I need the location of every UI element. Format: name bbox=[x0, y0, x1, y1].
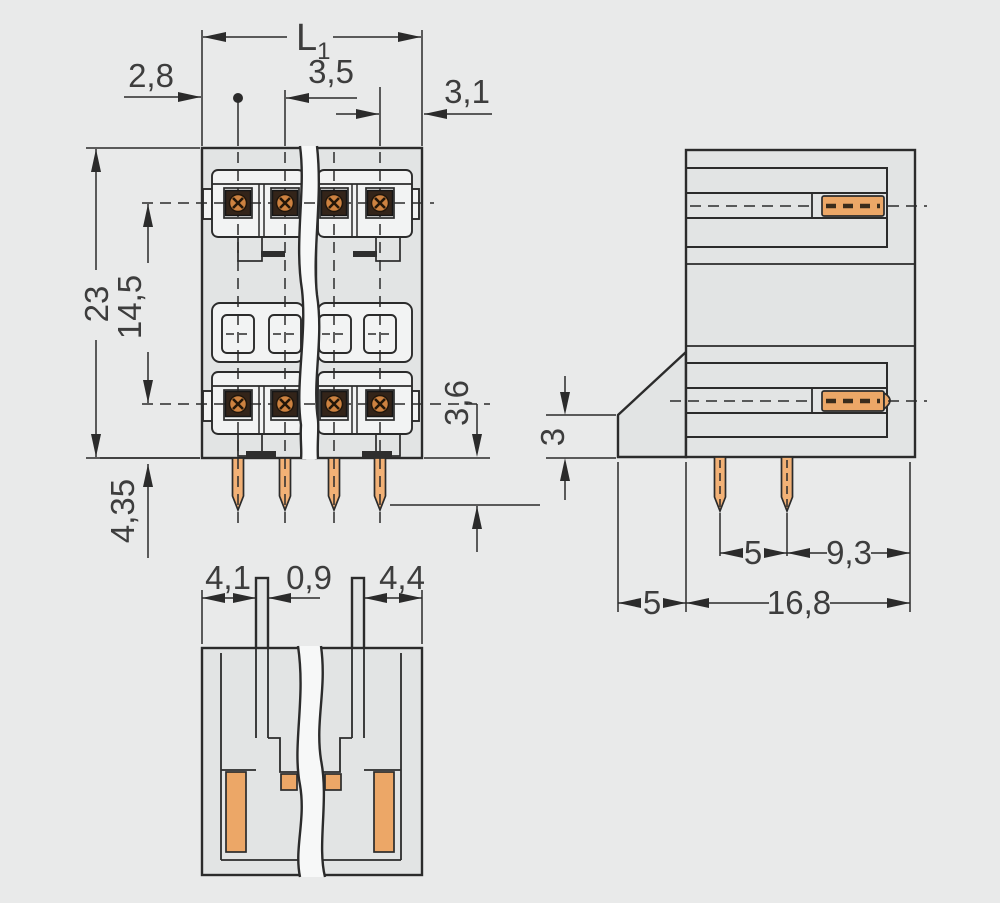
dim-label-4-1: 4,1 bbox=[205, 559, 251, 596]
dim-label-3-6: 3,6 bbox=[438, 380, 475, 426]
front-left-block-features bbox=[202, 169, 305, 458]
screw bbox=[320, 390, 348, 418]
dim-label-4-4: 4,4 bbox=[379, 559, 425, 596]
screw bbox=[271, 390, 299, 418]
dim-flange-width: 5 bbox=[617, 462, 687, 621]
screw bbox=[366, 189, 394, 217]
dim-label-16-8: 16,8 bbox=[767, 584, 831, 621]
dim-label-l1: L1 bbox=[296, 17, 331, 65]
dim-pin-to-right-edge: 9,3 bbox=[787, 462, 911, 612]
contact-strip bbox=[373, 771, 395, 853]
side-view: 3 5 9,3 5 16,8 bbox=[534, 148, 927, 621]
dim-label-9-3: 9,3 bbox=[826, 534, 872, 571]
screw bbox=[366, 390, 394, 418]
coding-blade bbox=[350, 576, 366, 652]
dim-label-5-pins: 5 bbox=[744, 534, 762, 571]
dim-pitch: 3,5 bbox=[284, 53, 381, 146]
solder-pins-front bbox=[231, 457, 387, 513]
front-body bbox=[142, 145, 490, 524]
dim-bottom-left-section: 4,1 bbox=[201, 559, 256, 644]
dim-label-5-flange: 5 bbox=[643, 584, 661, 621]
dim-edge-to-pin: 2,8 bbox=[124, 57, 243, 146]
side-tab bbox=[202, 390, 213, 422]
dim-label-23: 23 bbox=[78, 286, 115, 323]
solder-pins-side bbox=[713, 456, 794, 556]
contact-window bbox=[324, 773, 342, 791]
bottom-view: 4,1 0,9 4,4 bbox=[200, 559, 425, 878]
dim-pin-to-edge: 3,1 bbox=[424, 73, 492, 119]
dim-depth: 16,8 bbox=[686, 584, 910, 621]
dim-total-length-l1: L1 bbox=[201, 17, 423, 146]
dim-lower-edge: 3,6 bbox=[390, 380, 540, 552]
dim-label-2-8: 2,8 bbox=[128, 57, 174, 94]
break-line-front bbox=[297, 145, 321, 460]
screw bbox=[271, 189, 299, 217]
dim-blade-slot-width: 0,9 bbox=[268, 559, 332, 603]
dim-flange-thickness: 3 bbox=[534, 376, 616, 500]
screw bbox=[320, 189, 348, 217]
dim-pin-spacing: 5 bbox=[720, 534, 787, 571]
dim-bottom-right-section: 4,4 bbox=[364, 559, 425, 644]
dim-row-spacing: 14,5 bbox=[111, 204, 153, 403]
clamping-screws bbox=[224, 189, 394, 418]
bottom-body-right-block bbox=[315, 646, 424, 877]
bottom-body-left-block bbox=[200, 646, 307, 877]
side-tab bbox=[202, 188, 213, 220]
latch-box bbox=[375, 236, 401, 262]
screw bbox=[224, 189, 252, 217]
bottom-right-interior bbox=[322, 648, 402, 861]
break-line-bottom bbox=[296, 645, 327, 878]
screw bbox=[224, 390, 252, 418]
upper-contact-channel bbox=[685, 167, 927, 248]
front-right-block-features bbox=[317, 169, 420, 458]
dim-pin-length: 4,35 bbox=[100, 457, 200, 558]
contact-window bbox=[280, 773, 298, 791]
dim-label-3-1: 3,1 bbox=[444, 73, 490, 110]
dim-label-3: 3 bbox=[534, 428, 571, 446]
dim-label-0-9: 0,9 bbox=[286, 559, 332, 596]
lower-contact-channel bbox=[670, 362, 927, 438]
front-view: L1 2,8 3,5 3,1 bbox=[78, 17, 540, 558]
dim-label-14-5: 14,5 bbox=[111, 275, 148, 339]
dim-label-3-5: 3,5 bbox=[308, 53, 354, 90]
clamp-housing-bottom bbox=[317, 371, 413, 435]
contact-strip bbox=[225, 771, 247, 853]
dim-label-4-35: 4,35 bbox=[104, 479, 141, 543]
mounting-flange bbox=[616, 349, 688, 459]
coding-blade bbox=[254, 576, 270, 652]
bottom-left-interior bbox=[220, 648, 300, 861]
